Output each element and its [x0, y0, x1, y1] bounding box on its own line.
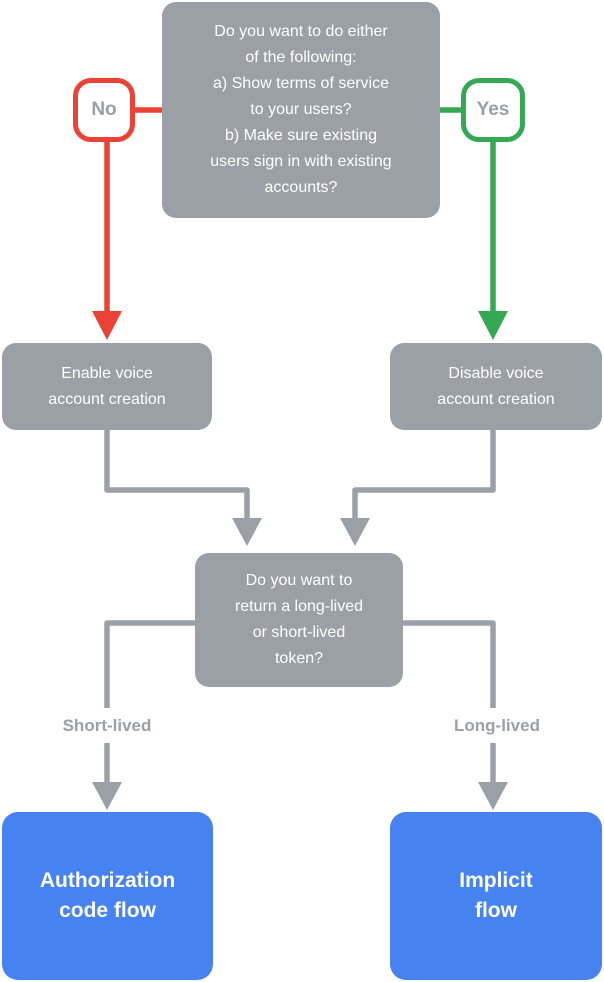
- implicit-flow-node: Implicit flow: [390, 812, 602, 980]
- edge-short-lived: [104, 620, 197, 785]
- question-show-terms-node: Do you want to do either of the followin…: [162, 2, 440, 218]
- question-show-terms-text: Do you want to do either of the followin…: [210, 23, 392, 196]
- short-lived-arrowhead-icon: [92, 782, 122, 810]
- edge-disable-to-token: [352, 428, 496, 521]
- authorization-code-flow-text: Authorization code flow: [39, 869, 176, 922]
- disable-arrowhead-icon: [340, 518, 370, 546]
- yes-arrowhead-icon: [478, 311, 508, 340]
- short-lived-label: Short-lived: [22, 708, 192, 743]
- edge-long-lived: [401, 620, 496, 785]
- yes-badge: Yes: [461, 78, 525, 142]
- edge-enable-to-token: [104, 428, 250, 521]
- implicit-flow-text: Implicit flow: [459, 869, 533, 922]
- no-arrowhead-icon: [92, 311, 122, 340]
- long-lived-label: Long-lived: [412, 708, 582, 743]
- disable-voice-text: Disable voice account creation: [437, 364, 555, 408]
- short-lived-label-text: Short-lived: [62, 715, 152, 735]
- long-lived-arrowhead-icon: [478, 782, 508, 810]
- disable-voice-node: Disable voice account creation: [390, 343, 602, 430]
- no-badge: No: [73, 78, 135, 142]
- question-token-node: Do you want to return a long-lived or sh…: [195, 553, 403, 687]
- long-lived-label-text: Long-lived: [454, 715, 540, 735]
- enable-arrowhead-icon: [232, 518, 262, 546]
- yes-badge-label: Yes: [476, 99, 510, 120]
- authorization-code-flow-node: Authorization code flow: [2, 812, 213, 980]
- no-badge-label: No: [91, 99, 117, 120]
- enable-voice-node: Enable voice account creation: [2, 343, 212, 430]
- enable-voice-text: Enable voice account creation: [48, 364, 166, 408]
- question-token-text: Do you want to return a long-lived or sh…: [234, 572, 364, 667]
